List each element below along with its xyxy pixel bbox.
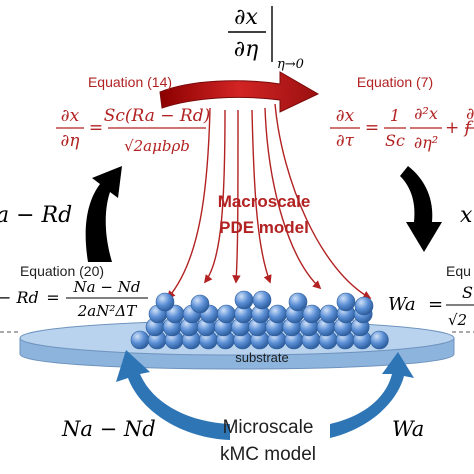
equation-20: Equation (20) − Rd = Na − Nd 2aN²ΔT: [0, 263, 148, 320]
left-flux-label: a − Rd: [0, 203, 72, 228]
bottom-left-label: Na − Nd: [61, 417, 156, 441]
eq7-c2-den: ∂η²: [414, 133, 438, 152]
eq7-tail: ∂: [466, 104, 474, 123]
eq7-equals: =: [365, 118, 379, 138]
eq20-title: Equation (20): [20, 263, 104, 279]
top-denominator: ∂η: [234, 37, 259, 62]
eq20-num: Na − Nd: [73, 278, 141, 296]
eq-right-den: √2: [448, 311, 467, 329]
blue-curved-arrow-icon-right: [330, 352, 414, 438]
blue-curved-arrow-icon-left: [116, 350, 230, 440]
eq14-title: Equation (14): [88, 74, 172, 90]
eq7-plus-f: + f: [445, 118, 474, 138]
pde-line1: Macroscale: [218, 192, 311, 211]
film-sphere: [217, 304, 236, 324]
eq7-c1-den: Sc: [385, 131, 405, 150]
pde-model-label: Macroscale PDE model: [218, 192, 311, 237]
equation-7: Equation (7) ∂x ∂τ = 1 Sc ∂²x ∂η² + f ∂: [330, 74, 474, 152]
kmc-line1: Microscale: [223, 417, 314, 438]
equation-14: Equation (14) ∂x ∂η = Sc(Ra − Rd) √2aμbρ…: [56, 74, 210, 155]
film-sphere: [130, 330, 150, 350]
eq-right-equals: =: [428, 294, 443, 315]
right-x-label: x: [460, 203, 473, 228]
eq7-c2-num: ∂²x: [414, 104, 438, 123]
eq14-lhs-num: ∂x: [61, 106, 80, 126]
black-curved-arrow-icon-left: [85, 166, 122, 262]
eq7-lhs-den: ∂τ: [336, 131, 355, 151]
black-curved-arrow-icon-right: [400, 166, 442, 252]
eq14-lhs-den: ∂η: [61, 131, 81, 151]
eq7-c1-num: 1: [390, 106, 400, 125]
eq20-equals: =: [46, 288, 59, 307]
top-subscript: η→0: [277, 57, 304, 72]
pde-line2: PDE model: [219, 218, 309, 237]
film-sphere: [155, 292, 175, 312]
eq-right-lhs: Wa: [388, 294, 416, 315]
red-thin-arrows-icon: [166, 103, 372, 300]
substrate-label: substrate: [235, 350, 288, 365]
eq7-lhs-num: ∂x: [336, 106, 355, 126]
film-sphere: [336, 292, 356, 312]
eq14-equals: =: [89, 118, 103, 138]
kmc-line2: kMC model: [220, 444, 316, 465]
film-sphere: [370, 330, 389, 350]
sphere-cluster: [130, 290, 389, 350]
red-curved-arrow-icon: [159, 71, 320, 113]
eq20-den: 2aN²ΔT: [77, 302, 137, 320]
film-sphere: [288, 292, 308, 312]
eq14-rhs-num: Sc(Ra − Rd): [104, 106, 211, 126]
eq7-title: Equation (7): [357, 74, 433, 90]
film-sphere: [190, 294, 210, 314]
film-sphere: [319, 304, 339, 324]
bottom-right-label: Wa: [392, 417, 424, 441]
film-sphere: [268, 304, 288, 324]
top-numerator: ∂x: [234, 5, 258, 30]
film-sphere: [234, 290, 254, 310]
eq-right-title: Equ: [446, 263, 471, 279]
eq-right-num: S: [462, 283, 473, 302]
eq14-rhs-den: √2aμbρb: [124, 137, 190, 155]
kmc-model-label: Microscale kMC model: [220, 417, 316, 465]
film-sphere: [252, 290, 272, 310]
top-derivative-label: ∂x ∂η η→0: [228, 5, 304, 72]
film-sphere: [302, 304, 322, 324]
film-sphere: [354, 296, 374, 316]
equation-right: Equ Wa = S √2: [388, 263, 474, 329]
eq20-lhs: − Rd: [0, 288, 39, 307]
